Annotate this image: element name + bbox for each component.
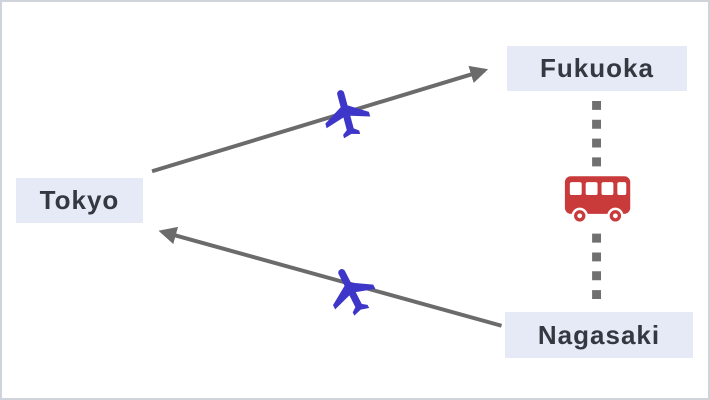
flight-arrows [151,65,503,328]
node-tokyo: Tokyo [16,178,143,223]
node-nagasaki: Nagasaki [505,312,693,358]
airplane-icon [325,90,371,139]
route-nagasaki-tokyo-arrow [158,226,503,328]
route-tokyo-fukuoka-arrow [151,65,489,174]
node-fukuoka: Fukuoka [507,46,687,91]
bus-icon [564,176,631,225]
airplane-icon [333,269,376,316]
